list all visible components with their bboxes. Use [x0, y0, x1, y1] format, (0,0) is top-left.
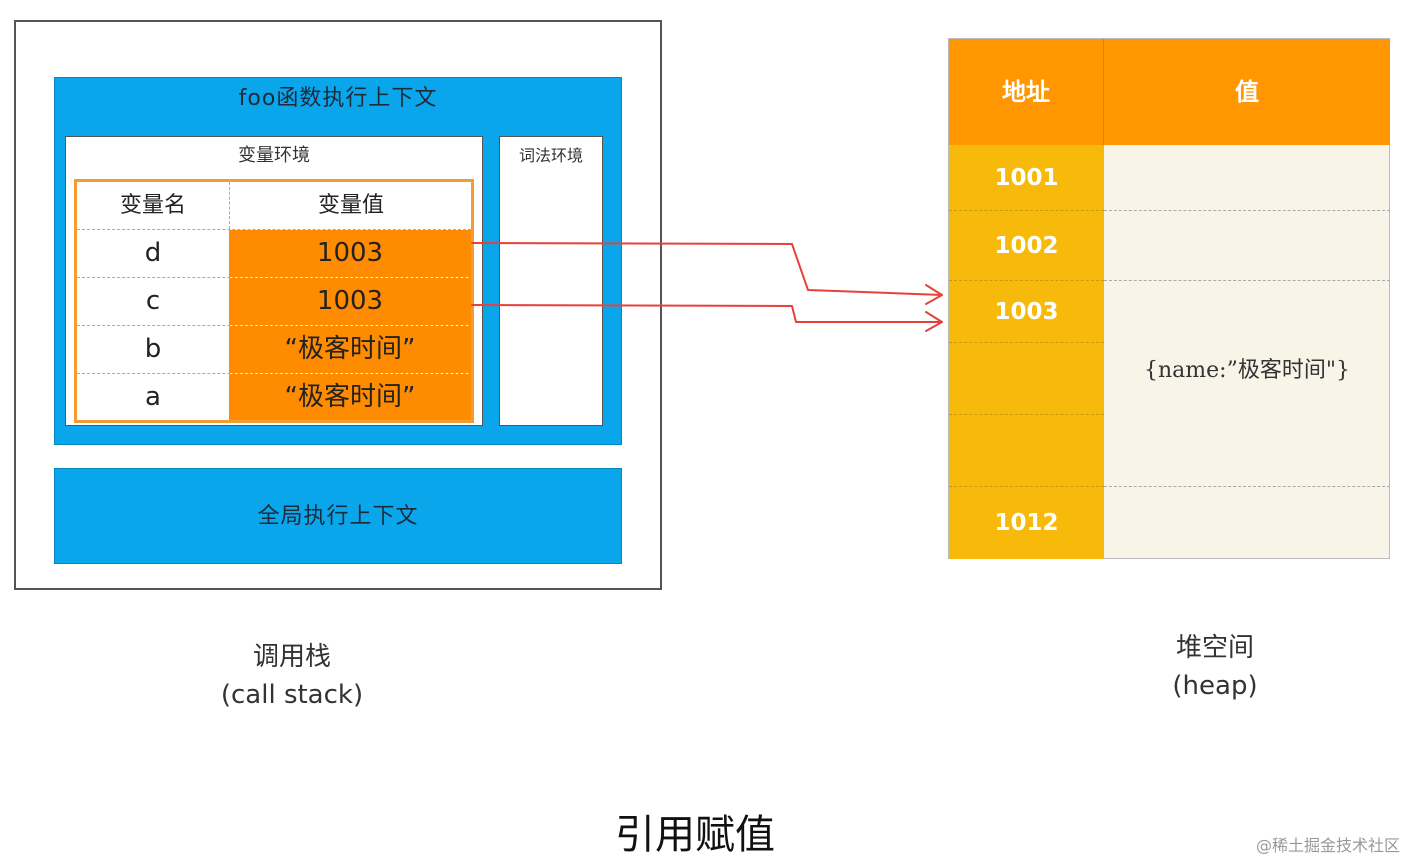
lexical-environment-title: 词法环境: [518, 146, 583, 165]
global-execution-context: 全局执行上下文: [54, 468, 622, 564]
variable-name: b: [144, 334, 162, 364]
heap-caption-zh: 堆空间: [1175, 633, 1254, 663]
variable-name: d: [144, 238, 162, 268]
heap-address-cell: 1012: [949, 487, 1104, 559]
heap-value-cell: [1104, 281, 1390, 487]
heap-value-cell: [1104, 145, 1390, 211]
arrowhead-d: [925, 284, 943, 305]
variable-value: “极客时间”: [229, 374, 471, 420]
heap-object-value: {name:”极客时间"}: [1144, 358, 1350, 383]
heap-address-cell: 1001: [949, 145, 1104, 211]
table-row: d 1003: [77, 230, 471, 278]
heap-caption: 堆空间 (heap): [1140, 629, 1290, 705]
header-variable-name: 变量名: [119, 193, 186, 218]
variable-table: 变量名 变量值 d 1003 c 1003 b “极客时间” a “极客时间”: [74, 179, 474, 423]
watermark: @稀土掘金技术社区: [1255, 836, 1400, 855]
foo-context-title: foo函数执行上下文: [238, 86, 438, 111]
heap-value-cell: [1104, 211, 1390, 281]
variable-value: “极客时间”: [229, 326, 471, 373]
table-row: a “极客时间”: [77, 374, 471, 420]
heap-caption-en: (heap): [1172, 671, 1258, 701]
arrowhead-c: [925, 311, 943, 332]
variable-environment-title: 变量环境: [238, 145, 310, 166]
header-variable-value: 变量值: [229, 182, 472, 229]
table-row: b “极客时间”: [77, 326, 471, 374]
heap-table: 地址 值 1001 1002 1003 1012: [948, 38, 1390, 559]
variable-value: 1003: [229, 278, 471, 325]
variable-table-header: 变量名 变量值: [77, 182, 471, 230]
heap-header-value: 值: [1104, 39, 1390, 145]
lexical-environment: [499, 136, 603, 426]
heap-address-cell: [949, 415, 1104, 487]
heap-header-address: 地址: [949, 39, 1104, 145]
reference-arrow-c: [471, 304, 943, 323]
heap-address-cell: 1002: [949, 211, 1104, 281]
call-stack-caption-zh: 调用栈: [252, 642, 331, 672]
figure-caption: 引用赋值: [615, 812, 775, 858]
call-stack-caption: 调用栈 (call stack): [200, 638, 384, 714]
variable-name: c: [145, 286, 161, 316]
call-stack-caption-en: (call stack): [220, 680, 364, 710]
heap-address-cell: [949, 343, 1104, 415]
variable-name: a: [145, 382, 161, 412]
variable-value: 1003: [229, 230, 471, 277]
heap-address-cell: 1003: [949, 281, 1104, 343]
reference-arrow-d: [471, 242, 943, 296]
table-row: c 1003: [77, 278, 471, 326]
